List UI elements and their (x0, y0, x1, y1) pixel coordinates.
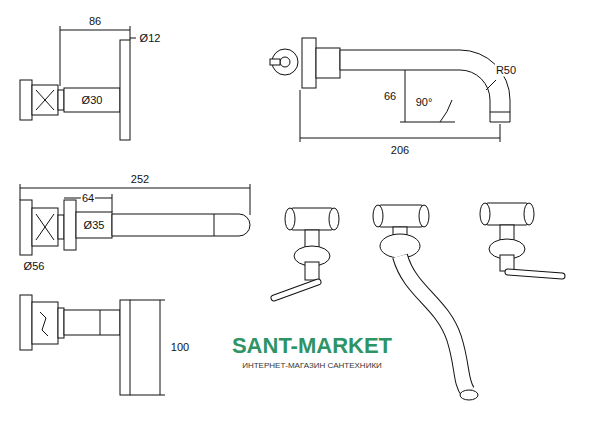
valve-front-view (20, 295, 165, 395)
dimension-label: R50 (495, 64, 517, 77)
valve-side-view (20, 26, 136, 140)
dimension-label: Ø30 (81, 94, 104, 107)
dimension-label: Ø56 (23, 260, 46, 273)
dimension-label: 90° (415, 96, 434, 109)
dimension-label: 86 (88, 15, 102, 28)
dimension-label: 64 (81, 192, 95, 205)
dimension-label: 206 (390, 144, 410, 157)
dimension-label: Ø12 (139, 32, 162, 45)
dimension-label: 252 (130, 173, 150, 186)
watermark: SANT-MARKET (231, 334, 393, 358)
dimension-label: 100 (170, 341, 190, 354)
faucet-perspective-view (274, 203, 562, 400)
watermark: ИНТЕРНЕТ-МАГАЗИН САНТЕХНИКИ (241, 361, 383, 371)
spout-side-view (270, 38, 510, 142)
dimension-label: Ø35 (83, 219, 106, 232)
dimension-label: 66 (383, 90, 397, 103)
spout-top-view (20, 184, 250, 255)
